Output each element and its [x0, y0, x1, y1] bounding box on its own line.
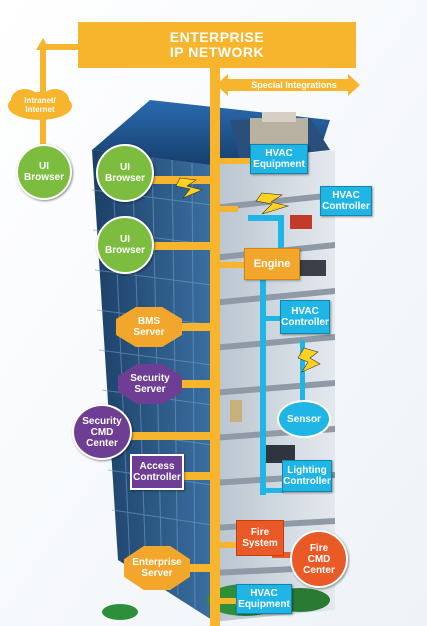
ui-browser-node-3[interactable]: UI Browser — [96, 216, 154, 274]
hvac-controller-1[interactable]: HVAC Controller — [320, 186, 372, 216]
enterprise-server-node[interactable]: Enterprise Server — [124, 546, 190, 590]
lighting-controller[interactable]: Lighting Controller — [282, 460, 332, 492]
double-arrow-icon — [216, 74, 360, 96]
cloud-icon — [8, 89, 72, 120]
arrow-up-icon — [36, 38, 50, 50]
special-integrations-label: Special Integrations — [251, 80, 337, 90]
security-cmd-center-node[interactable]: Security CMD Center — [72, 404, 132, 460]
security-server-node[interactable]: Security Server — [118, 364, 182, 404]
hvac-equipment-bottom[interactable]: HVAC Equipment — [236, 584, 292, 614]
hvac-equipment-top[interactable]: HVAC Equipment — [250, 144, 308, 174]
fire-system-node[interactable]: Fire System — [236, 520, 284, 556]
banner-line1: ENTERPRISE — [169, 29, 265, 45]
ui-browser-node-2[interactable]: UI Browser — [96, 144, 154, 202]
lightning-icon-2 — [255, 192, 290, 215]
integration-lines — [248, 215, 305, 495]
sensor-node[interactable]: Sensor — [277, 400, 331, 438]
interior-details — [230, 112, 326, 463]
bms-server-node[interactable]: BMS Server — [116, 307, 182, 347]
access-controller-node[interactable]: Access Controller — [130, 454, 184, 490]
banner-line2: IP NETWORK — [169, 44, 265, 60]
intranet-internet-label: Intranet/ Internet — [24, 96, 56, 114]
enterprise-ip-network-banner: ENTERPRISE IP NETWORK — [78, 22, 356, 68]
ui-browser-node[interactable]: UI Browser — [16, 144, 72, 200]
plants-3 — [102, 604, 138, 620]
lightning-icon — [175, 177, 203, 199]
hvac-controller-2[interactable]: HVAC Controller — [280, 300, 330, 334]
lightning-icon-3 — [297, 347, 321, 373]
cloud-link — [40, 118, 46, 148]
fire-line — [272, 552, 302, 558]
fire-cmd-center-node[interactable]: Fire CMD Center — [290, 530, 348, 588]
engine-node[interactable]: Engine — [244, 248, 300, 280]
